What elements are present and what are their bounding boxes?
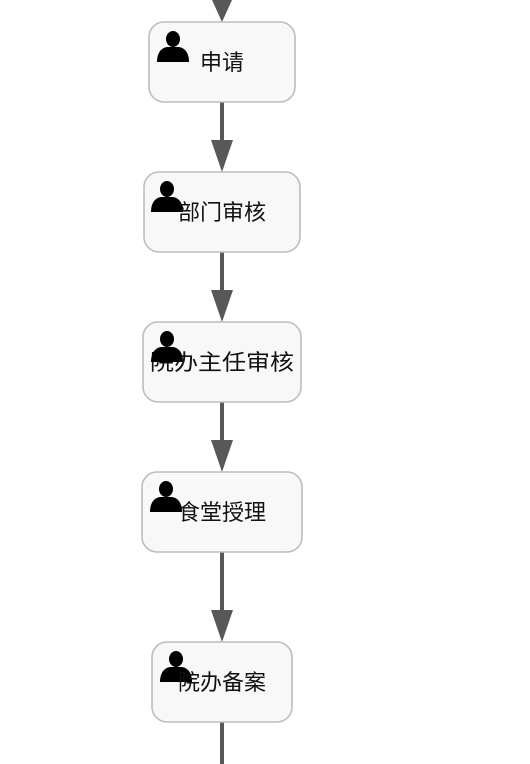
node-label: 申请	[200, 51, 244, 76]
node-label: 院办备案	[178, 671, 266, 696]
node-label: 食堂授理	[178, 501, 266, 526]
flow-node-office-director-review[interactable]: 院办主任审核	[142, 321, 302, 403]
node-label: 部门审核	[178, 201, 266, 226]
flow-node-apply[interactable]: 申请	[148, 21, 296, 103]
flow-node-department-review[interactable]: 部门审核	[143, 171, 301, 253]
flow-node-canteen-acceptance[interactable]: 食堂授理	[141, 471, 303, 553]
flow-edge-n2-n3	[211, 252, 233, 322]
flow-node-office-filing[interactable]: 院办备案	[151, 641, 293, 723]
incoming-edge	[212, 0, 232, 22]
flow-edge-n4-n5	[211, 552, 233, 642]
flow-edge-n1-n2	[211, 102, 233, 172]
flow-edge-n3-n4	[211, 402, 233, 472]
